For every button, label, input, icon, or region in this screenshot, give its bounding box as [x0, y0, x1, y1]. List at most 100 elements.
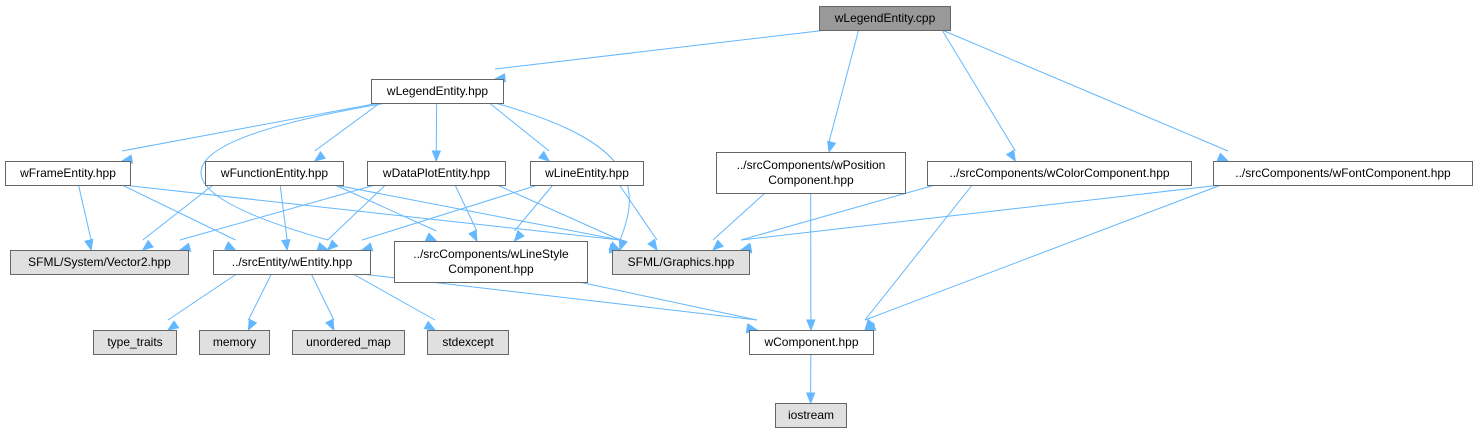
node-type-traits[interactable]: type_traits: [93, 330, 177, 355]
edge-line: [352, 273, 436, 321]
node-legend-hpp[interactable]: wLegendEntity.hpp: [371, 79, 504, 104]
node-wcomponent[interactable]: wComponent.hpp: [749, 330, 874, 355]
arrowhead-icon: [247, 318, 258, 332]
node-label: memory: [213, 335, 256, 349]
edge-line: [121, 102, 380, 152]
node-label: unordered_map: [306, 335, 391, 349]
arrowhead-icon: [537, 150, 551, 162]
node-box: [749, 330, 874, 355]
edge-wentity-to-unordered_map: [310, 273, 335, 332]
node-box: [199, 330, 270, 355]
node-box: [427, 330, 509, 355]
edge-line: [489, 102, 550, 152]
edge-line: [740, 184, 1222, 241]
edge-line: [167, 273, 237, 321]
node-label: wComponent.hpp: [763, 335, 858, 349]
edges: [78, 29, 1230, 405]
node-label: Component.hpp: [448, 262, 534, 276]
edge-line-to-graphics: [618, 184, 658, 252]
edge-function-to-linestyle: [334, 184, 438, 242]
node-label: type_traits: [107, 335, 162, 349]
arrowhead-icon: [84, 238, 94, 252]
node-box: [5, 161, 131, 186]
node-iostream[interactable]: iostream: [775, 403, 847, 428]
arrowhead-icon: [313, 150, 327, 162]
node-label: ../srcComponents/wLineStyle: [413, 247, 569, 261]
arrowhead-icon: [223, 241, 237, 251]
node-color-comp[interactable]: ../srcComponents/wColorComponent.hpp: [927, 161, 1192, 186]
arrowhead-icon: [1005, 149, 1017, 163]
node-label: SFML/System/Vector2.hpp: [28, 255, 171, 269]
edge-legend_hpp-to-line: [489, 102, 551, 162]
edge-line-to-linestyle: [513, 184, 554, 243]
edge-line: [279, 184, 288, 241]
edge-line: [494, 29, 828, 70]
edge-function-to-wentity: [279, 184, 291, 252]
node-label: ../srcComponents/wFontComponent.hpp: [1235, 166, 1451, 180]
edge-frame-to-vector2: [78, 184, 94, 252]
edge-dataplot-to-wentity: [326, 184, 386, 251]
node-label: stdexcept: [442, 335, 494, 349]
node-box: [1213, 161, 1473, 186]
node-dataplot[interactable]: wDataPlotEntity.hpp: [367, 161, 506, 186]
node-label: ../srcComponents/wColorComponent.hpp: [949, 166, 1169, 180]
edge-line: [179, 184, 376, 241]
arrowhead-icon: [513, 229, 525, 243]
node-box: [530, 161, 644, 186]
edge-line: [334, 184, 621, 241]
edge-legend_hpp-to-wentity: [200, 102, 387, 252]
node-memory[interactable]: memory: [199, 330, 270, 355]
node-label: wDataPlotEntity.hpp: [382, 166, 490, 180]
edge-line: [314, 102, 381, 152]
node-function[interactable]: wFunctionEntity.hpp: [205, 161, 344, 186]
arrowhead-icon: [326, 239, 339, 251]
arrowhead-icon: [178, 242, 192, 252]
node-box: [371, 79, 504, 104]
edge-wentity-to-type_traits: [166, 273, 237, 331]
node-label: wLegendEntity.hpp: [386, 84, 489, 98]
edge-line: [142, 184, 214, 241]
edge-line: [247, 273, 272, 321]
edge-frame-to-wentity: [121, 184, 237, 251]
edge-line: [740, 184, 936, 241]
edge-function-to-vector2: [141, 184, 214, 251]
arrowhead-icon: [423, 320, 437, 331]
node-box: [10, 250, 189, 275]
node-graphics[interactable]: SFML/Graphics.hpp: [612, 250, 750, 275]
node-stdexcept[interactable]: stdexcept: [427, 330, 509, 355]
arrowhead-icon: [166, 320, 180, 331]
edge-root-to-legend_hpp: [493, 29, 828, 83]
edge-legend_hpp-to-frame: [120, 102, 380, 164]
node-label: iostream: [788, 408, 834, 422]
edge-line: [618, 184, 658, 241]
node-line[interactable]: wLineEntity.hpp: [530, 161, 644, 186]
edge-line: [496, 184, 621, 241]
node-vector2[interactable]: SFML/System/Vector2.hpp: [10, 250, 189, 275]
node-root[interactable]: wLegendEntity.cpp: [819, 6, 951, 31]
nodes: wLegendEntity.cpp wLegendEntity.hpp ../src…: [5, 6, 1473, 428]
edge-root-to-pos_comp: [827, 29, 860, 154]
arrowhead-icon: [827, 140, 837, 154]
edge-line: [578, 281, 758, 321]
node-font-comp[interactable]: ../srcComponents/wFontComponent.hpp: [1213, 161, 1473, 186]
edge-font_comp-to-wcomponent: [863, 184, 1222, 331]
edge-root-to-font_comp: [941, 29, 1230, 162]
node-label: wLineEntity.hpp: [544, 166, 629, 180]
edge-root-to-color_comp: [941, 29, 1017, 163]
edge-line: [864, 184, 973, 321]
node-label: wFunctionEntity.hpp: [220, 166, 328, 180]
node-box: [819, 6, 951, 31]
arrowhead-icon: [316, 242, 330, 252]
node-frame[interactable]: wFrameEntity.hpp: [5, 161, 131, 186]
edge-line: [361, 184, 539, 241]
node-unordered-map[interactable]: unordered_map: [292, 330, 405, 355]
node-box: [213, 250, 371, 275]
arrowhead-icon: [431, 150, 442, 163]
arrowhead-icon: [805, 392, 816, 405]
edge-dataplot-to-linestyle: [454, 184, 478, 243]
node-box: [93, 330, 177, 355]
node-wentity[interactable]: ../srcEntity/wEntity.hpp: [213, 250, 371, 275]
